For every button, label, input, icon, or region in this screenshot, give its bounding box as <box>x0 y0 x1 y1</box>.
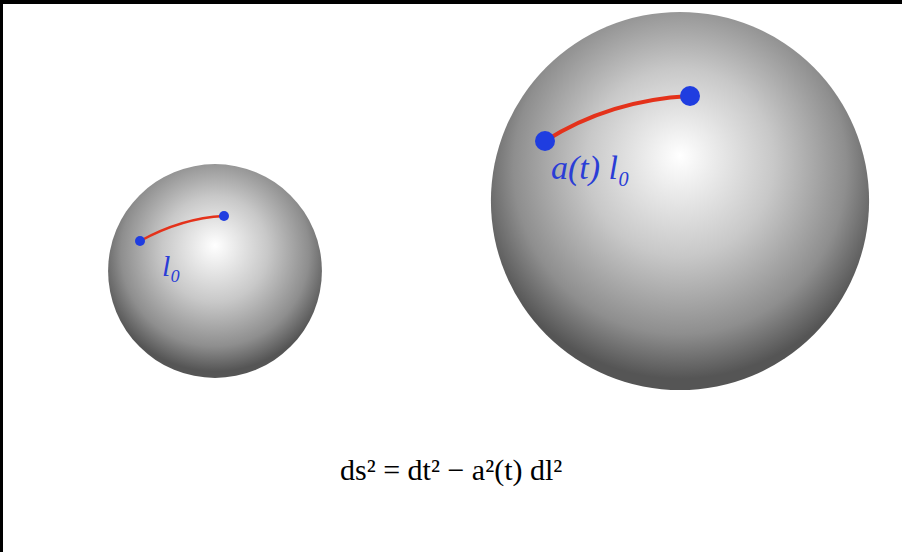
frame-bar <box>0 0 3 552</box>
geodesic-arc <box>0 0 216 216</box>
sphere-shape <box>107 163 323 379</box>
sphere: l₀ <box>107 163 323 379</box>
sphere-shape <box>489 10 871 392</box>
frame-bar <box>0 0 902 4</box>
geodesic-arc <box>0 0 382 382</box>
length-label: a(t) l₀ <box>551 151 630 185</box>
sphere: a(t) l₀ <box>489 10 871 392</box>
length-label: l₀ <box>162 251 181 281</box>
metric-equation: ds² = dt² − a²(t) dl² <box>340 455 562 485</box>
